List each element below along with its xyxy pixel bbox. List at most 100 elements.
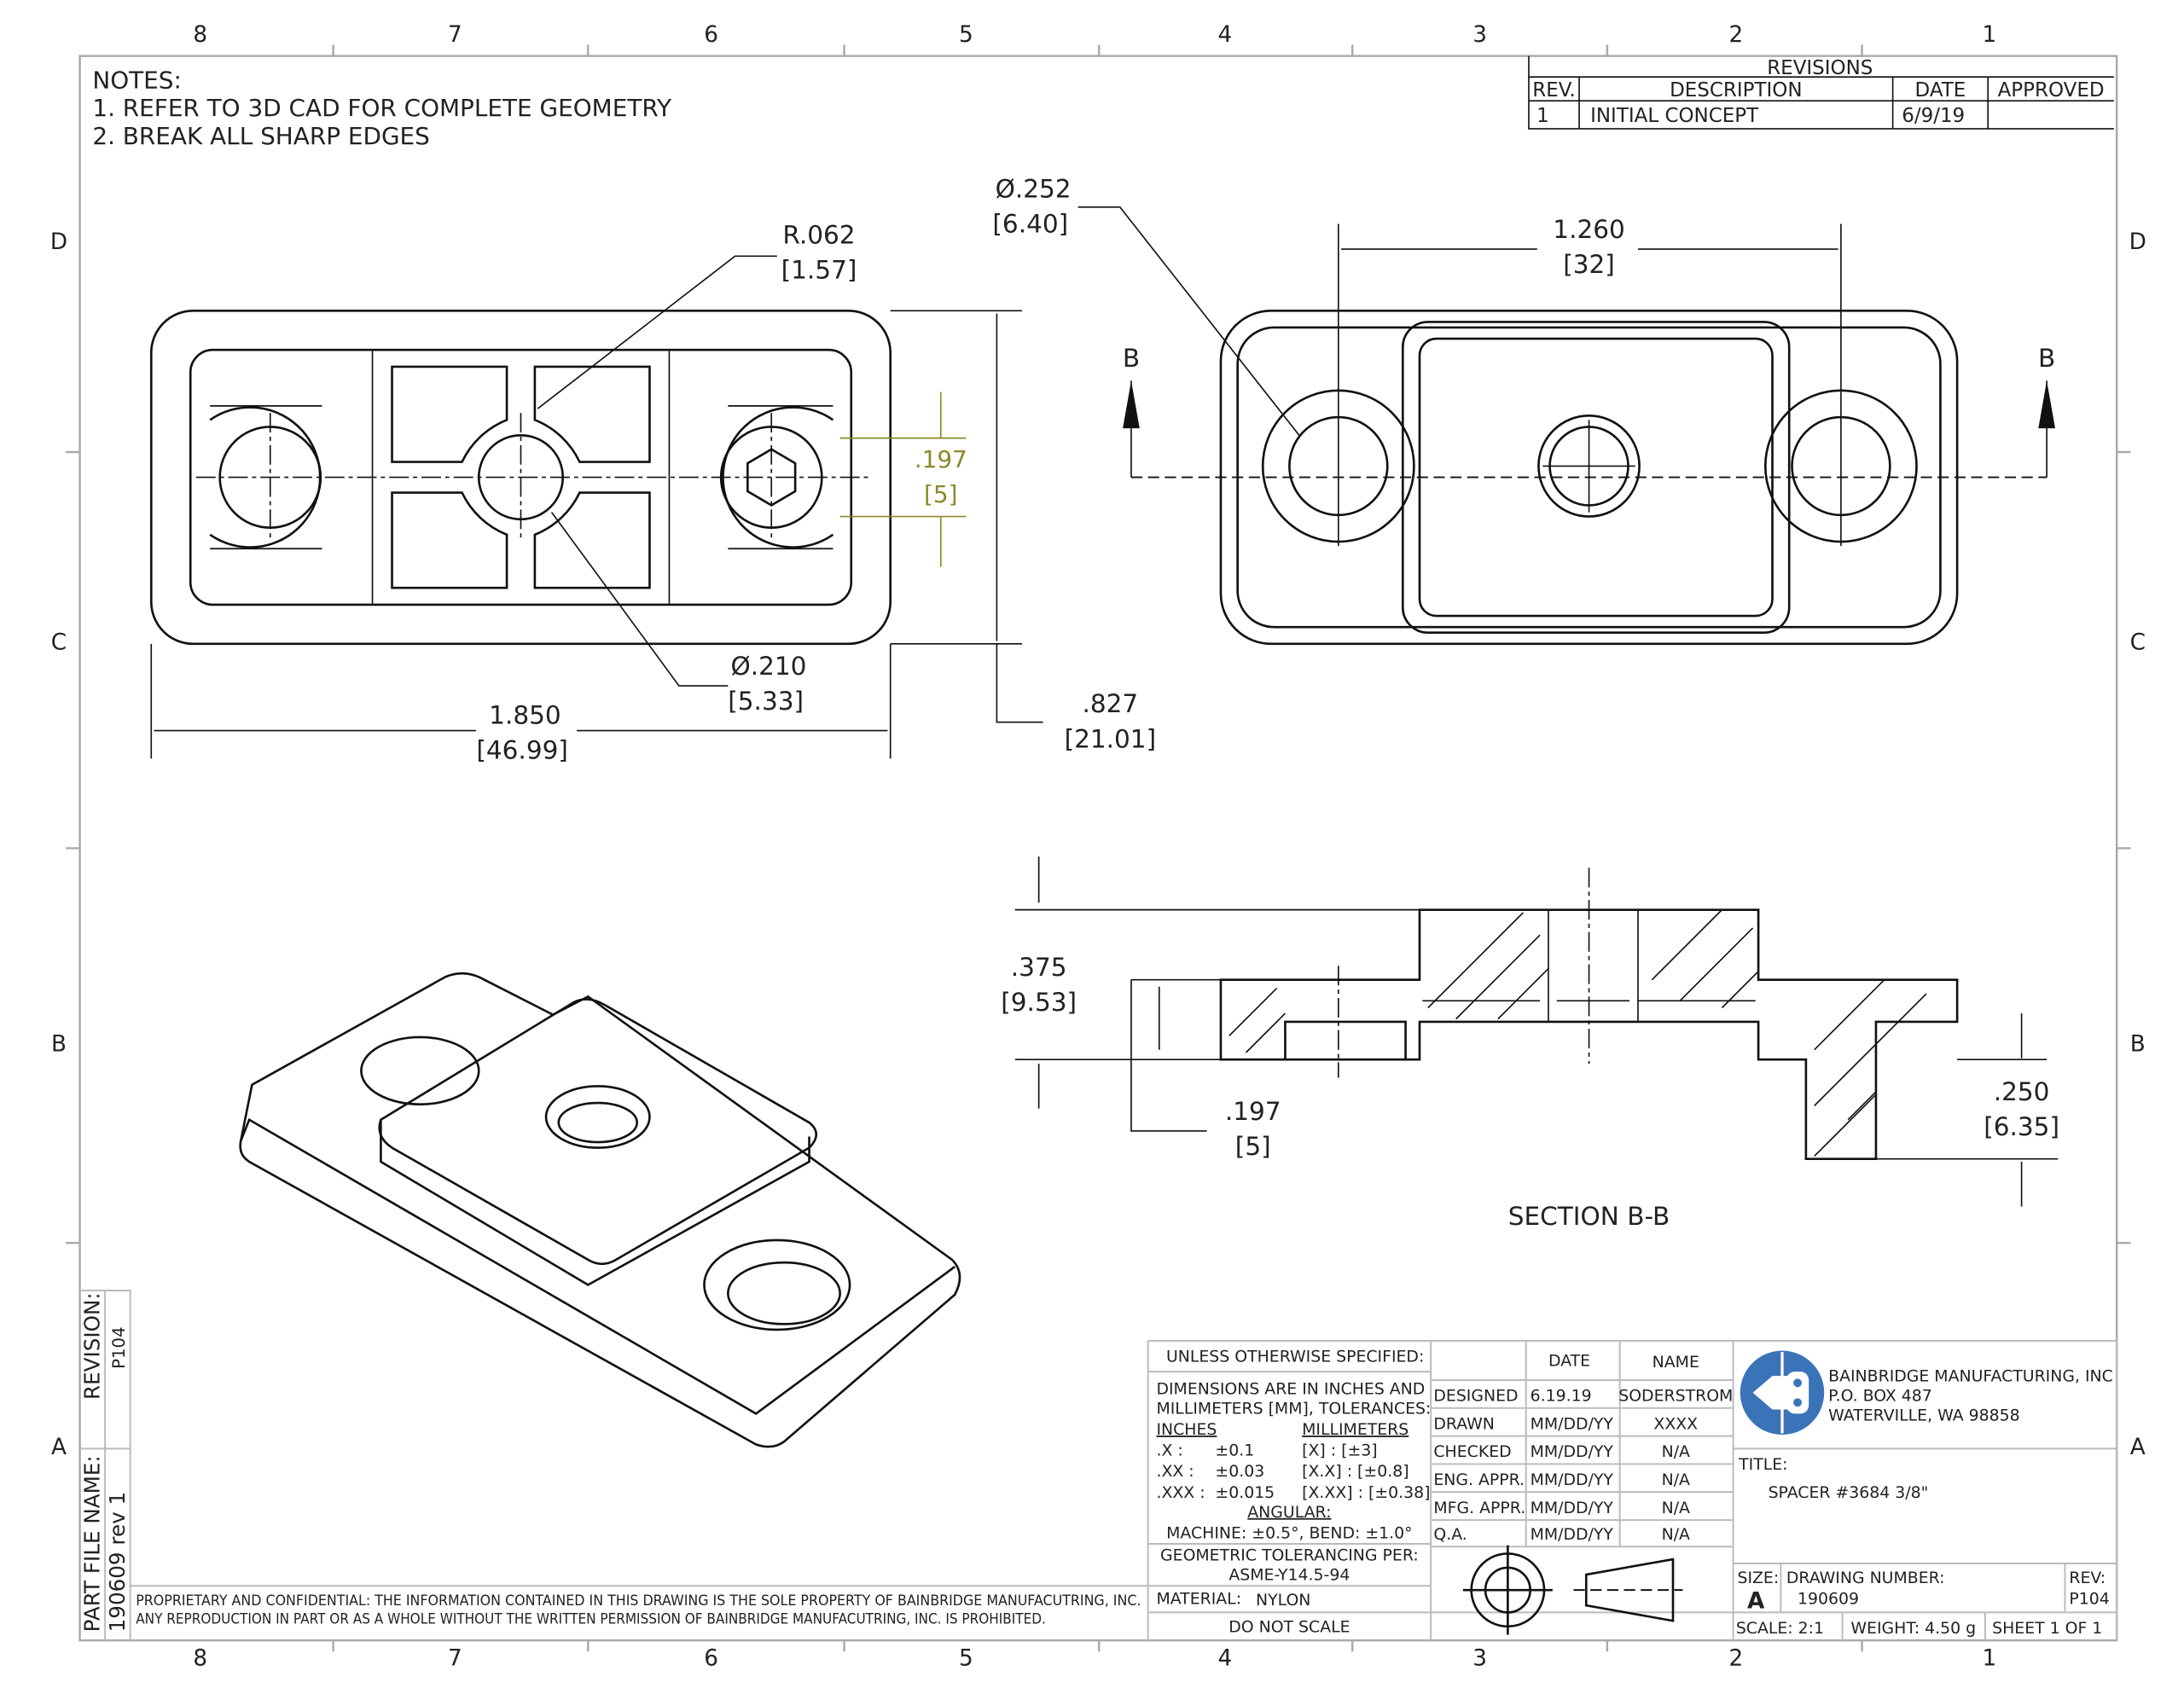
title-block: UNLESS OTHERWISE SPECIFIED: DIMENSIONS A… <box>1147 1340 2118 1641</box>
approval-cell: N/A <box>1662 1470 1690 1489</box>
approval-cell: MM/DD/YY <box>1531 1499 1614 1517</box>
note-item: 2. BREAK ALL SHARP EDGES <box>92 122 430 150</box>
zone-col: 7 <box>448 1646 462 1672</box>
file-name-label: PART FILE NAME: <box>80 1455 105 1632</box>
approval-cell: DESIGNED <box>1433 1387 1518 1406</box>
zone-col: 3 <box>1472 1646 1487 1672</box>
tol-cell: ±0.1 <box>1215 1441 1254 1460</box>
title-label: TITLE: <box>1738 1455 1787 1474</box>
dim-base-height: .197 <box>1225 1097 1281 1126</box>
rev-cell: INITIAL CONCEPT <box>1590 105 1759 127</box>
zone-col: 1 <box>1983 1646 1997 1672</box>
dim-hole-dia-mm: [5.33] <box>728 687 804 716</box>
part-info-block: REVISION: P104 PART FILE NAME: 190609 re… <box>80 1289 131 1641</box>
approval-cell: MM/DD/YY <box>1531 1442 1614 1461</box>
gdt-label: GEOMETRIC TOLERANCING PER: <box>1160 1546 1419 1565</box>
tolerance-text: DIMENSIONS ARE IN INCHES AND <box>1156 1379 1425 1398</box>
dim-hole-dia: Ø.210 <box>730 652 806 681</box>
zone-row: C <box>2130 629 2146 655</box>
dim-width: 1.850 <box>489 700 561 729</box>
approval-cell: Q.A. <box>1433 1525 1467 1544</box>
dim-total-height-mm: [9.53] <box>1001 988 1077 1017</box>
zone-row: A <box>51 1435 67 1460</box>
dim-cbore-dia-mm: [6.40] <box>992 209 1068 238</box>
sheet-number: SHEET 1 OF 1 <box>1992 1619 2102 1638</box>
company-name: BAINBRIDGE MANUFACTURING, INC <box>1828 1367 2113 1386</box>
angular-value: MACHINE: ±0.5°, BEND: ±1.0° <box>1166 1523 1412 1542</box>
approval-cell: ENG. APPR. <box>1433 1470 1525 1489</box>
dim-hole-spacing: 1.260 <box>1553 215 1625 244</box>
rev-cell: 6/9/19 <box>1902 105 1965 127</box>
part-title: SPACER #3684 3/8" <box>1769 1483 1929 1502</box>
zone-col: 1 <box>1983 22 1997 48</box>
do-not-scale: DO NOT SCALE <box>1228 1617 1350 1636</box>
dim-hole-spacing-mm: [32] <box>1563 250 1615 279</box>
zone-col: 4 <box>1218 1646 1233 1672</box>
material-value: NYLON <box>1256 1591 1310 1610</box>
zone-col: 5 <box>959 22 973 48</box>
zone-col: 4 <box>1218 22 1233 48</box>
approval-cell: MM/DD/YY <box>1531 1414 1614 1433</box>
hatching <box>1228 909 1927 1157</box>
approval-cell: N/A <box>1662 1525 1690 1544</box>
dim-height: .827 <box>1082 689 1138 718</box>
rev-value: P104 <box>2069 1590 2109 1609</box>
revisions-table: REVISIONS REV. DESCRIPTION DATE APPROVED… <box>1528 55 2114 130</box>
zone-ticks <box>66 44 2131 1652</box>
drawing-number-label: DRAWING NUMBER: <box>1786 1569 1945 1587</box>
approval-cell: 6.19.19 <box>1531 1387 1592 1406</box>
approval-cell: DRAWN <box>1433 1414 1495 1433</box>
mm-heading: MILLIMETERS <box>1302 1420 1409 1439</box>
dim-boss-height: .250 <box>1994 1077 2050 1106</box>
rev-header: DESCRIPTION <box>1670 79 1802 102</box>
tolerance-text: MILLIMETERS [MM], TOLERANCES: <box>1156 1399 1431 1418</box>
approval-header: DATE <box>1548 1352 1590 1371</box>
notes: NOTES: 1. REFER TO 3D CAD FOR COMPLETE G… <box>92 66 672 150</box>
dim-radius-mm: [1.57] <box>781 256 857 285</box>
company-address: P.O. BOX 487 <box>1828 1387 1932 1406</box>
revisions-title: REVISIONS <box>1767 57 1873 79</box>
proprietary-line: PROPRIETARY AND CONFIDENTIAL: THE INFORM… <box>136 1592 1141 1609</box>
zone-row: D <box>2129 229 2146 255</box>
tol-cell: ±0.015 <box>1215 1483 1275 1502</box>
drawing-number: 190609 <box>1798 1590 1859 1609</box>
inches-heading: INCHES <box>1156 1420 1217 1439</box>
tol-cell: [X.XX] : [±0.38] <box>1302 1483 1430 1502</box>
dim-hex: .197 <box>915 445 967 473</box>
tol-cell: .X : <box>1156 1441 1182 1460</box>
rev-header: APPROVED <box>1998 79 2105 102</box>
proprietary-notice: PROPRIETARY AND CONFIDENTIAL: THE INFORM… <box>130 1585 1148 1627</box>
top-view: 1.850 [46.99] .827 [21.01] R.062 [1.57] … <box>149 221 1156 764</box>
zone-col: 3 <box>1472 22 1487 48</box>
bottom-view: B B Ø.252 [6.40] 1.260 [32] <box>992 174 2055 646</box>
gdt-standard: ASME-Y14.5-94 <box>1228 1566 1350 1585</box>
rev-header: DATE <box>1915 79 1966 102</box>
size-value: A <box>1747 1588 1765 1614</box>
file-name-value: 190609 rev 1 <box>105 1492 130 1633</box>
note-item: 1. REFER TO 3D CAD FOR COMPLETE GEOMETRY <box>92 94 672 122</box>
size-label: SIZE: <box>1737 1569 1779 1587</box>
zone-row: B <box>51 1031 67 1057</box>
tol-cell: [X.X] : [±0.8] <box>1302 1462 1409 1481</box>
angular-heading: ANGULAR: <box>1247 1503 1331 1522</box>
zone-row: C <box>51 629 67 655</box>
section-marker-left: B <box>1123 344 1140 373</box>
approval-cell: N/A <box>1662 1499 1690 1517</box>
approval-cell: MM/DD/YY <box>1531 1525 1614 1544</box>
tol-cell: .XX : <box>1156 1462 1194 1481</box>
notes-title: NOTES: <box>92 66 182 94</box>
rev-header: REV. <box>1532 79 1576 102</box>
dim-hex-mm: [5] <box>924 480 957 508</box>
tol-cell: [X] : [±3] <box>1302 1441 1378 1460</box>
zone-labels-top: 8 7 6 5 4 3 2 1 <box>193 22 1996 48</box>
zone-col: 8 <box>193 22 207 48</box>
dim-cbore-dia: Ø.252 <box>996 174 1072 203</box>
zone-col: 6 <box>704 22 718 48</box>
proprietary-line: ANY REPRODUCTION IN PART OR AS A WHOLE W… <box>136 1611 1046 1627</box>
section-label: SECTION B-B <box>1508 1202 1670 1231</box>
zone-col: 2 <box>1728 22 1743 48</box>
unless-specified: UNLESS OTHERWISE SPECIFIED: <box>1166 1348 1424 1366</box>
dim-radius: R.062 <box>782 221 855 250</box>
